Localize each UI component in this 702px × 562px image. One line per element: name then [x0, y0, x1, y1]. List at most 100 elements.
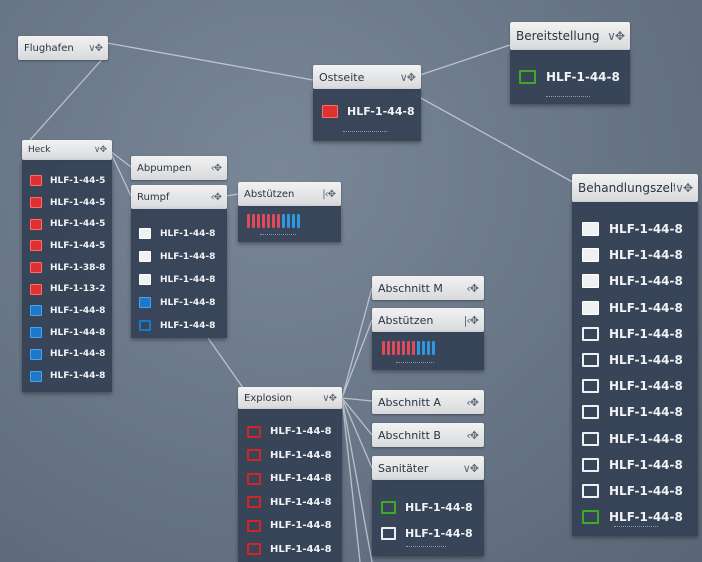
unit-row[interactable]: HLF-1-44-8	[582, 242, 698, 268]
unit-row[interactable]: HLF-1-44-8	[30, 344, 112, 366]
unit-row[interactable]: HLF-1-13-2	[30, 278, 112, 300]
unit-row[interactable]: HLF-1-44-8	[247, 444, 342, 468]
unit-row[interactable]: HLF-1-44-8	[582, 478, 698, 504]
unit-row[interactable]: HLF-1-44-8	[582, 373, 698, 399]
collapse-move-controls[interactable]: ∨✥	[322, 392, 337, 404]
node-header[interactable]: Explosion ∨✥	[238, 387, 342, 409]
status-swatch-icon	[582, 379, 599, 394]
unit-label: HLF-1-13-2	[50, 284, 106, 295]
unit-label: HLF-1-44-5	[50, 240, 106, 251]
node-abschnitt-b[interactable]: Abschnitt B ‹✥	[372, 423, 484, 447]
collapse-move-controls[interactable]: ‹✥	[210, 162, 222, 174]
node-bereitstellung[interactable]: Bereitstellung ∨✥ HLF-1-44-8	[510, 22, 630, 104]
unit-row[interactable]: HLF-1-44-8	[139, 314, 227, 337]
node-header[interactable]: Ostseite ∨✥	[313, 65, 421, 89]
bar-red	[272, 214, 275, 228]
unit-row[interactable]: HLF-1-44-8	[582, 504, 698, 530]
node-header[interactable]: Rumpf ‹✥	[131, 185, 227, 209]
unit-row[interactable]: HLF-1-44-8	[30, 322, 112, 344]
collapse-move-controls[interactable]: ∨✥	[399, 70, 416, 84]
unit-row[interactable]: HLF-1-44-8	[247, 514, 342, 538]
node-header[interactable]: Abschnitt B ‹✥	[372, 423, 484, 447]
node-header[interactable]: Abschnitt M ‹✥	[372, 276, 484, 300]
collapse-move-controls[interactable]: ‹✥	[466, 428, 479, 442]
status-swatch-icon	[30, 175, 42, 187]
collapse-move-controls[interactable]: ∨✥	[675, 181, 693, 195]
collapse-move-controls[interactable]: ∨✥	[93, 145, 107, 155]
unit-label: HLF-1-44-8	[50, 371, 106, 382]
unit-row[interactable]: HLF-1-44-8	[582, 399, 698, 425]
unit-label: HLF-1-44-8	[609, 483, 683, 498]
unit-row[interactable]: HLF-1-44-5	[30, 192, 112, 214]
node-header[interactable]: Bereitstellung ∨✥	[510, 22, 630, 50]
node-abstuetzen[interactable]: Abstützen |‹✥	[238, 182, 341, 242]
node-abschnitt-a[interactable]: Abschnitt A ‹✥	[372, 390, 484, 414]
unit-row[interactable]: HLF-1-44-8	[381, 494, 484, 520]
node-abpumpen[interactable]: Abpumpen ‹✥	[131, 156, 227, 180]
unit-row[interactable]: HLF-1-44-8	[582, 426, 698, 452]
node-header[interactable]: Abstützen |‹✥	[238, 182, 341, 206]
unit-row[interactable]: HLF-1-44-8	[582, 452, 698, 478]
unit-row[interactable]: HLF-1-44-8	[30, 300, 112, 322]
unit-row[interactable]: HLF-1-44-8	[139, 268, 227, 291]
unit-row[interactable]: HLF-1-44-8	[30, 365, 112, 387]
unit-label: HLF-1-44-8	[405, 526, 473, 540]
unit-row[interactable]: HLF-1-44-8	[582, 347, 698, 373]
unit-row[interactable]: HLF-1-38-8	[30, 257, 112, 279]
collapse-move-controls[interactable]: ∨✥	[607, 29, 625, 43]
unit-row[interactable]: HLF-1-44-8	[247, 420, 342, 444]
node-header[interactable]: Behandlungszelt ∨✥	[572, 174, 698, 202]
collapse-move-controls[interactable]: ‹✥	[466, 281, 479, 295]
node-title: Abschnitt A	[378, 395, 441, 409]
unit-row[interactable]: HLF-1-44-8	[381, 520, 484, 546]
node-title: Explosion	[244, 392, 292, 404]
status-swatch-icon	[30, 370, 42, 382]
unit-row[interactable]: HLF-1-44-5	[30, 170, 112, 192]
bar-red	[387, 341, 390, 355]
unit-label: HLF-1-44-8	[609, 457, 683, 472]
collapse-move-controls[interactable]: ∨✥	[88, 42, 103, 54]
unit-row[interactable]: HLF-1-44-8	[519, 70, 630, 84]
collapse-move-controls[interactable]: ‹✥	[466, 395, 479, 409]
unit-row[interactable]: HLF-1-44-8	[582, 295, 698, 321]
node-header[interactable]: Sanitäter ∨✥	[372, 456, 484, 480]
node-header[interactable]: Abschnitt A ‹✥	[372, 390, 484, 414]
unit-row[interactable]: HLF-1-44-8	[139, 245, 227, 268]
node-header[interactable]: Abpumpen ‹✥	[131, 156, 227, 180]
node-flughafen[interactable]: Flughafen ∨✥	[18, 36, 108, 60]
node-header[interactable]: Heck ∨✥	[22, 140, 112, 160]
unit-row[interactable]: HLF-1-44-8	[139, 222, 227, 245]
bar-blue	[422, 341, 425, 355]
status-swatch-icon	[30, 218, 42, 230]
status-swatch-icon	[582, 457, 599, 472]
unit-row[interactable]: HLF-1-44-8	[322, 105, 421, 118]
collapse-move-controls[interactable]: ‹✥	[210, 191, 222, 203]
unit-row[interactable]: HLF-1-44-8	[582, 268, 698, 294]
node-header[interactable]: Abstützen |‹✥	[372, 308, 484, 332]
node-abschnitt-m[interactable]: Abschnitt M ‹✥	[372, 276, 484, 300]
node-abstuetzen-2[interactable]: Abstützen |‹✥	[372, 308, 484, 370]
unit-row[interactable]: HLF-1-44-8	[582, 216, 698, 242]
unit-row[interactable]: HLF-1-44-8	[247, 538, 342, 562]
unit-row[interactable]: HLF-1-44-8	[247, 467, 342, 491]
unit-row[interactable]: HLF-1-44-8	[247, 491, 342, 515]
unit-label: HLF-1-44-8	[160, 251, 216, 262]
collapse-move-controls[interactable]: |‹✥	[463, 313, 479, 327]
collapse-move-controls[interactable]: ∨✥	[462, 461, 479, 475]
collapse-move-controls[interactable]: |‹✥	[322, 188, 336, 200]
unit-row[interactable]: HLF-1-44-5	[30, 235, 112, 257]
unit-row[interactable]: HLF-1-44-8	[582, 321, 698, 347]
node-header[interactable]: Flughafen ∨✥	[18, 36, 108, 60]
node-ostseite[interactable]: Ostseite ∨✥ HLF-1-44-8	[313, 65, 421, 141]
unit-row[interactable]: HLF-1-44-8	[139, 291, 227, 314]
unit-row[interactable]: HLF-1-44-5	[30, 213, 112, 235]
